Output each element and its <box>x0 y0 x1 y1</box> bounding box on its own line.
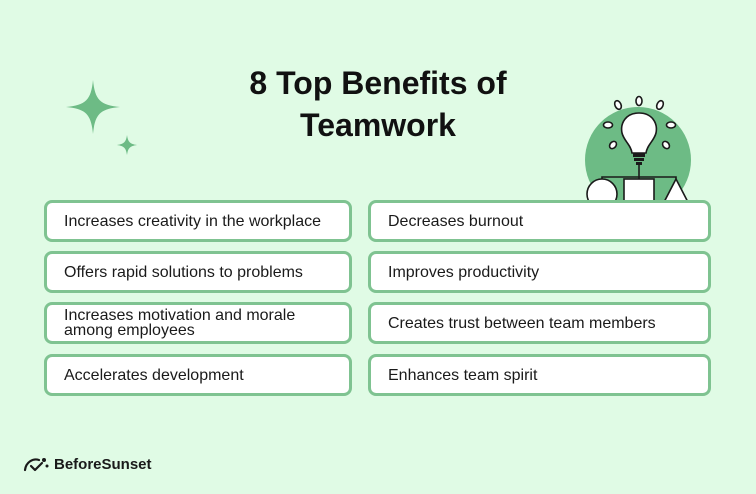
brand-logo: BeforeSunset <box>22 455 152 473</box>
title-line-2: Teamwork <box>300 107 456 143</box>
teamwork-lightbulb-illustration <box>585 95 693 213</box>
benefit-text: Offers rapid solutions to problems <box>64 263 303 281</box>
benefit-card: Decreases burnout <box>368 200 711 242</box>
benefit-card: Offers rapid solutions to problems <box>44 251 352 293</box>
benefit-text: Decreases burnout <box>388 212 524 230</box>
title-line-1: 8 Top Benefits of <box>249 65 507 101</box>
benefit-card: Improves productivity <box>368 251 711 293</box>
benefit-card: Accelerates development <box>44 354 352 396</box>
benefit-card: Increases creativity in the workplace <box>44 200 352 242</box>
sparkle-large-icon <box>66 80 120 134</box>
brand-name: BeforeSunset <box>54 455 152 473</box>
benefit-text: Increases motivation and morale among em… <box>64 307 296 339</box>
benefit-text: Improves productivity <box>388 263 540 281</box>
sparkle-small-icon <box>117 135 137 155</box>
benefit-text: Enhances team spirit <box>388 366 538 384</box>
page-title: 8 Top Benefits of Teamwork <box>0 62 756 146</box>
speedometer-check-icon <box>23 458 49 472</box>
benefit-text: Increases creativity in the workplace <box>64 212 321 230</box>
benefit-text: Accelerates development <box>64 366 244 384</box>
benefit-card: Enhances team spirit <box>368 354 711 396</box>
benefit-card: Creates trust between team members <box>368 302 711 344</box>
benefit-card: Increases motivation and morale among em… <box>44 302 352 344</box>
benefit-text: Creates trust between team members <box>388 314 656 332</box>
